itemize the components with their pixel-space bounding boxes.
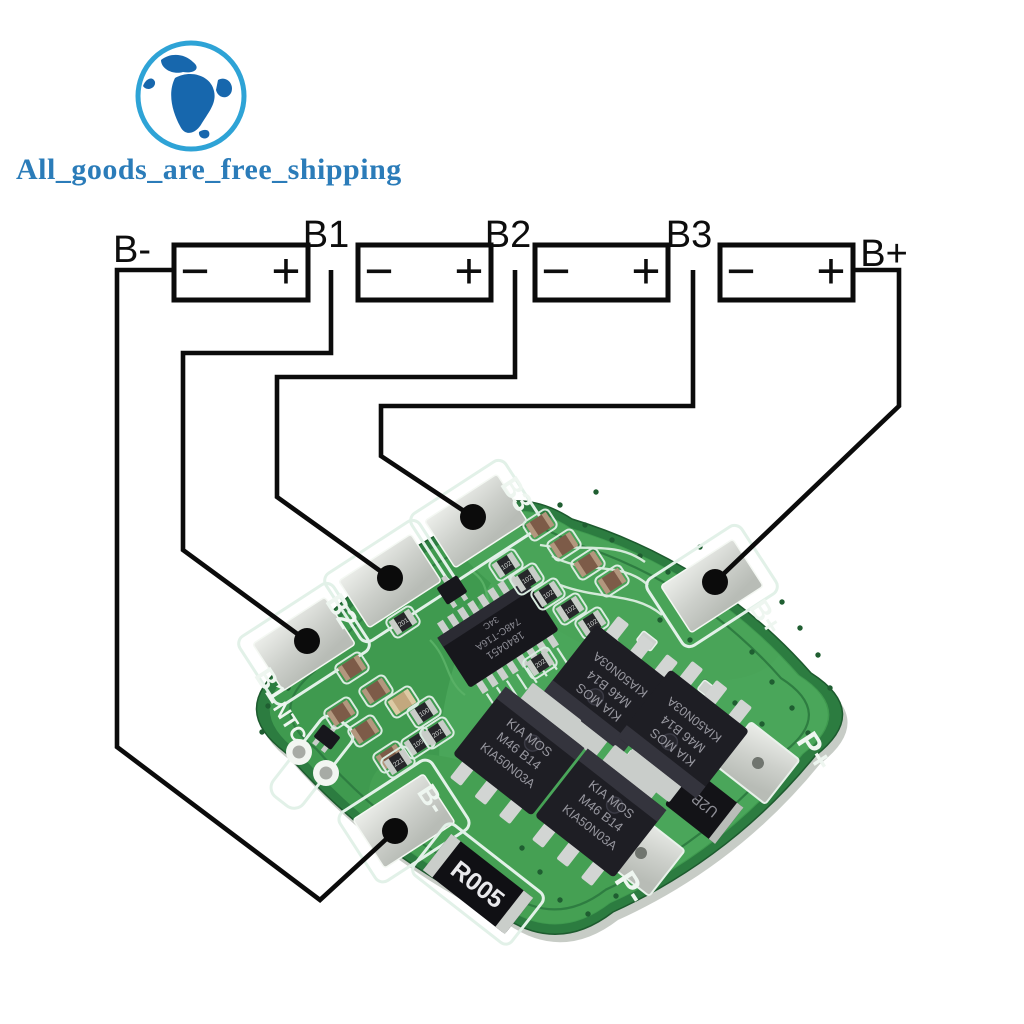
- wire-b-minus: [114, 267, 397, 903]
- wiring-diagram: −+−+−+−+ B- B1 B2 B3 B+: [113, 214, 908, 903]
- resistor-marking: 102: [542, 589, 555, 601]
- capacitor: [347, 714, 383, 748]
- resistor: 102: [552, 592, 588, 626]
- cell-minus-sign: −: [541, 243, 570, 299]
- resistor-marking: 102: [586, 618, 599, 630]
- resistor-marking: 102: [500, 560, 513, 572]
- capacitor: [334, 651, 370, 685]
- capacitor: [594, 564, 630, 598]
- wire-terminal-dot-b1: [294, 628, 320, 654]
- capacitor: [570, 547, 606, 581]
- capacitor: [384, 685, 420, 719]
- cell-plus-sign: +: [631, 243, 660, 299]
- resistor-marking: 105: [412, 738, 425, 750]
- resistor: 102: [488, 548, 524, 582]
- cell-plus-sign: +: [271, 243, 300, 299]
- cell-minus-sign: −: [726, 243, 755, 299]
- cell-minus-sign: −: [180, 243, 209, 299]
- resistor: 100: [406, 695, 442, 729]
- resistor: 202: [419, 716, 455, 750]
- resistor: 221: [380, 745, 416, 779]
- capacitor: [323, 696, 359, 730]
- resistor-marking: 202: [534, 658, 547, 670]
- wire-b1: [180, 270, 334, 643]
- ntc-pads: [269, 714, 355, 810]
- wire-b2: [274, 270, 518, 580]
- resistor-marking: 102: [564, 604, 577, 616]
- cell-plus-sign: +: [816, 243, 845, 299]
- resistor-marking: 202: [431, 728, 444, 740]
- tap-label-b2: B2: [485, 214, 531, 256]
- resistor: 202: [522, 646, 558, 680]
- terminal-label-b-plus: B+: [860, 233, 908, 275]
- battery-cell-2: −+: [355, 242, 494, 303]
- chip-resistors: 102102102102102601202201100105221202: [380, 548, 622, 779]
- pcb-board: R005 U2B 1840451 748C-T16A 34C: [237, 458, 848, 946]
- battery-cells: −+−+−+−+: [171, 242, 856, 303]
- battery-cell-body: [355, 242, 494, 303]
- wire-terminal-dot-b2: [377, 565, 403, 591]
- wire-terminal-dot-b-minus: [382, 818, 408, 844]
- battery-cell-body: [717, 242, 856, 303]
- capacitor: [358, 674, 394, 708]
- battery-cell-1: −+: [171, 242, 311, 303]
- capacitor: [546, 528, 582, 562]
- wire-terminal-dot-b-plus: [702, 569, 728, 595]
- battery-cell-3: −+: [532, 242, 671, 303]
- resistor: 102: [509, 562, 545, 596]
- resistor-marking: 221: [392, 757, 405, 769]
- sot23-transistor: [437, 575, 469, 609]
- watermark-text: All_goods_are_free_shipping: [16, 153, 402, 186]
- cell-minus-sign: −: [364, 243, 393, 299]
- terminal-label-b-minus: B-: [113, 229, 151, 271]
- cell-plus-sign: +: [454, 243, 483, 299]
- globe-icon: [135, 40, 247, 152]
- wire-b-plus: [713, 267, 902, 584]
- tap-label-b3: B3: [666, 214, 712, 256]
- wire-terminal-dot-b3: [460, 504, 486, 530]
- resistor: 102: [530, 577, 566, 611]
- resistor-marking: 100: [418, 707, 431, 719]
- resistor: 201: [385, 605, 421, 639]
- resistor-marking: 201: [397, 617, 410, 629]
- tap-label-b1: B1: [303, 214, 349, 256]
- wire-b3: [378, 270, 696, 519]
- battery-cell-body: [171, 242, 311, 303]
- battery-cell-4: −+: [717, 242, 856, 303]
- battery-cell-body: [532, 242, 671, 303]
- watermark: All_goods_are_free_shipping: [16, 40, 402, 186]
- resistor-marking: 102: [521, 574, 534, 586]
- capacitor: [522, 508, 558, 542]
